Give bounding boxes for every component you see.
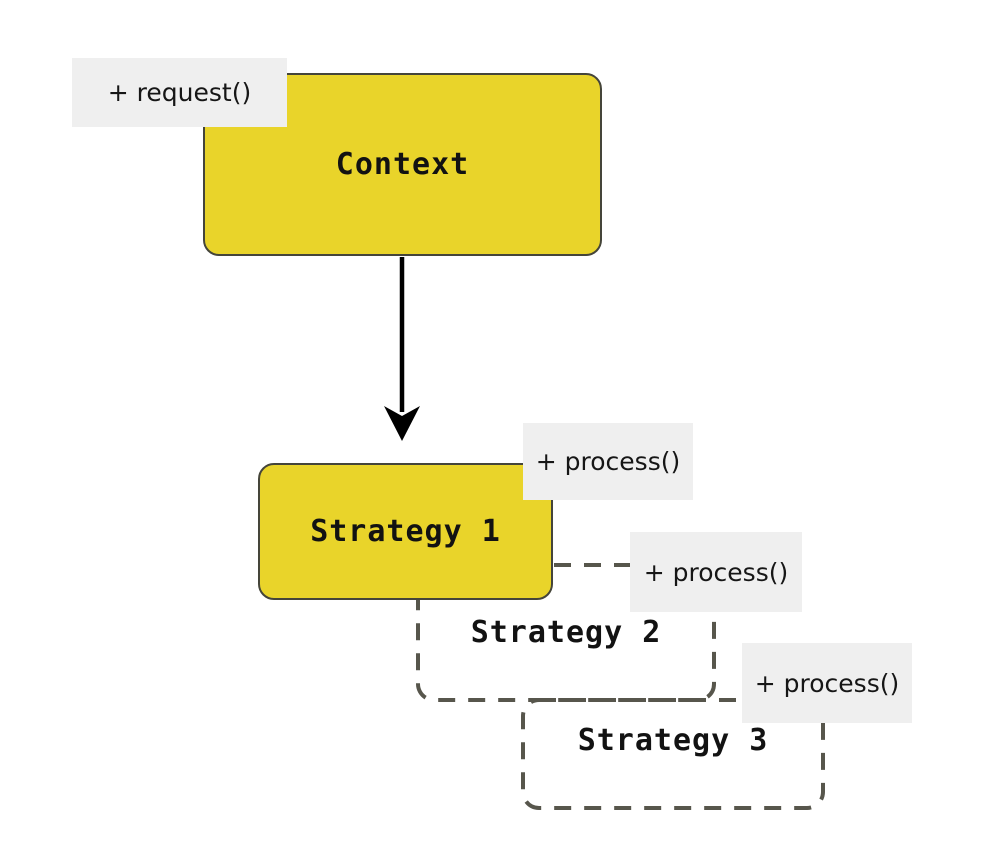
strategy3-node: Strategy 3 [523,702,823,778]
process-method-label-strategy1: + process() [523,423,693,500]
arrow-head-icon [384,406,420,441]
context-title: Context [335,147,470,182]
process-method-label-strategy2: + process() [630,532,802,612]
request-method-label: + request() [72,58,287,127]
strategy1-title: Strategy 1 [310,514,501,549]
strategy2-title: Strategy 2 [470,615,662,650]
strategy2-dashed-box [416,563,716,702]
context-to-strategy1-arrow [384,257,420,441]
process-method-label-strategy3: + process() [742,643,912,723]
strategy2-node: Strategy 2 [418,565,714,700]
strategy1-node: Strategy 1 [258,463,553,600]
strategy3-dashed-box [521,698,825,810]
strategy3-title: Strategy 3 [577,722,769,758]
